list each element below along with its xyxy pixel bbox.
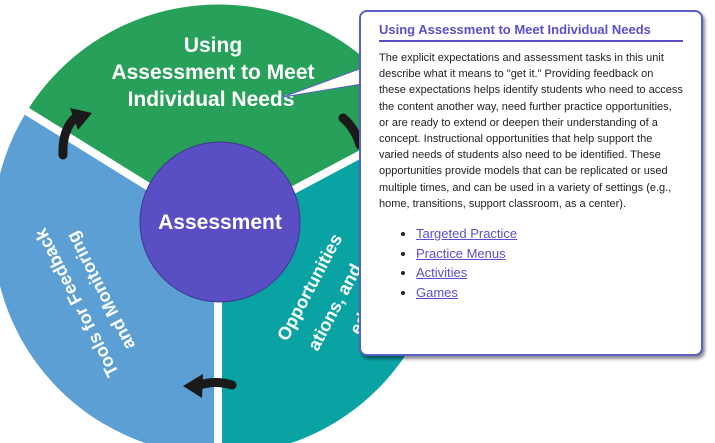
link-games[interactable]: Games — [416, 284, 458, 300]
arrowhead-up-icon — [70, 108, 92, 130]
sector-tools-feedback[interactable] — [0, 111, 218, 443]
link-activities[interactable]: Activities — [416, 265, 468, 281]
arrowhead-left-icon — [183, 374, 203, 398]
top-label-line3: Individual Needs — [128, 88, 295, 111]
popup-title: Using Assessment to Meet Individual Need… — [379, 22, 683, 42]
arrow-left-icon — [195, 378, 237, 390]
info-popup: Using Assessment to Meet Individual Need… — [359, 10, 703, 356]
link-practice-menus[interactable]: Practice Menus — [416, 245, 506, 261]
center-circle[interactable] — [139, 141, 301, 303]
center-label: Assessment — [158, 211, 282, 234]
arrow-up-icon — [58, 113, 80, 160]
list-item: Games — [416, 283, 683, 303]
list-item: Targeted Practice — [416, 224, 683, 244]
top-label-line1: Using — [184, 34, 242, 57]
list-item: Activities — [416, 263, 683, 283]
list-item: Practice Menus — [416, 244, 683, 264]
link-targeted-practice[interactable]: Targeted Practice — [416, 226, 518, 242]
popup-body: The explicit expectations and assessment… — [379, 52, 683, 210]
top-label-line2: Assessment to Meet — [111, 61, 314, 84]
resource-links-list: Targeted Practice Practice Menus Activit… — [379, 224, 683, 302]
